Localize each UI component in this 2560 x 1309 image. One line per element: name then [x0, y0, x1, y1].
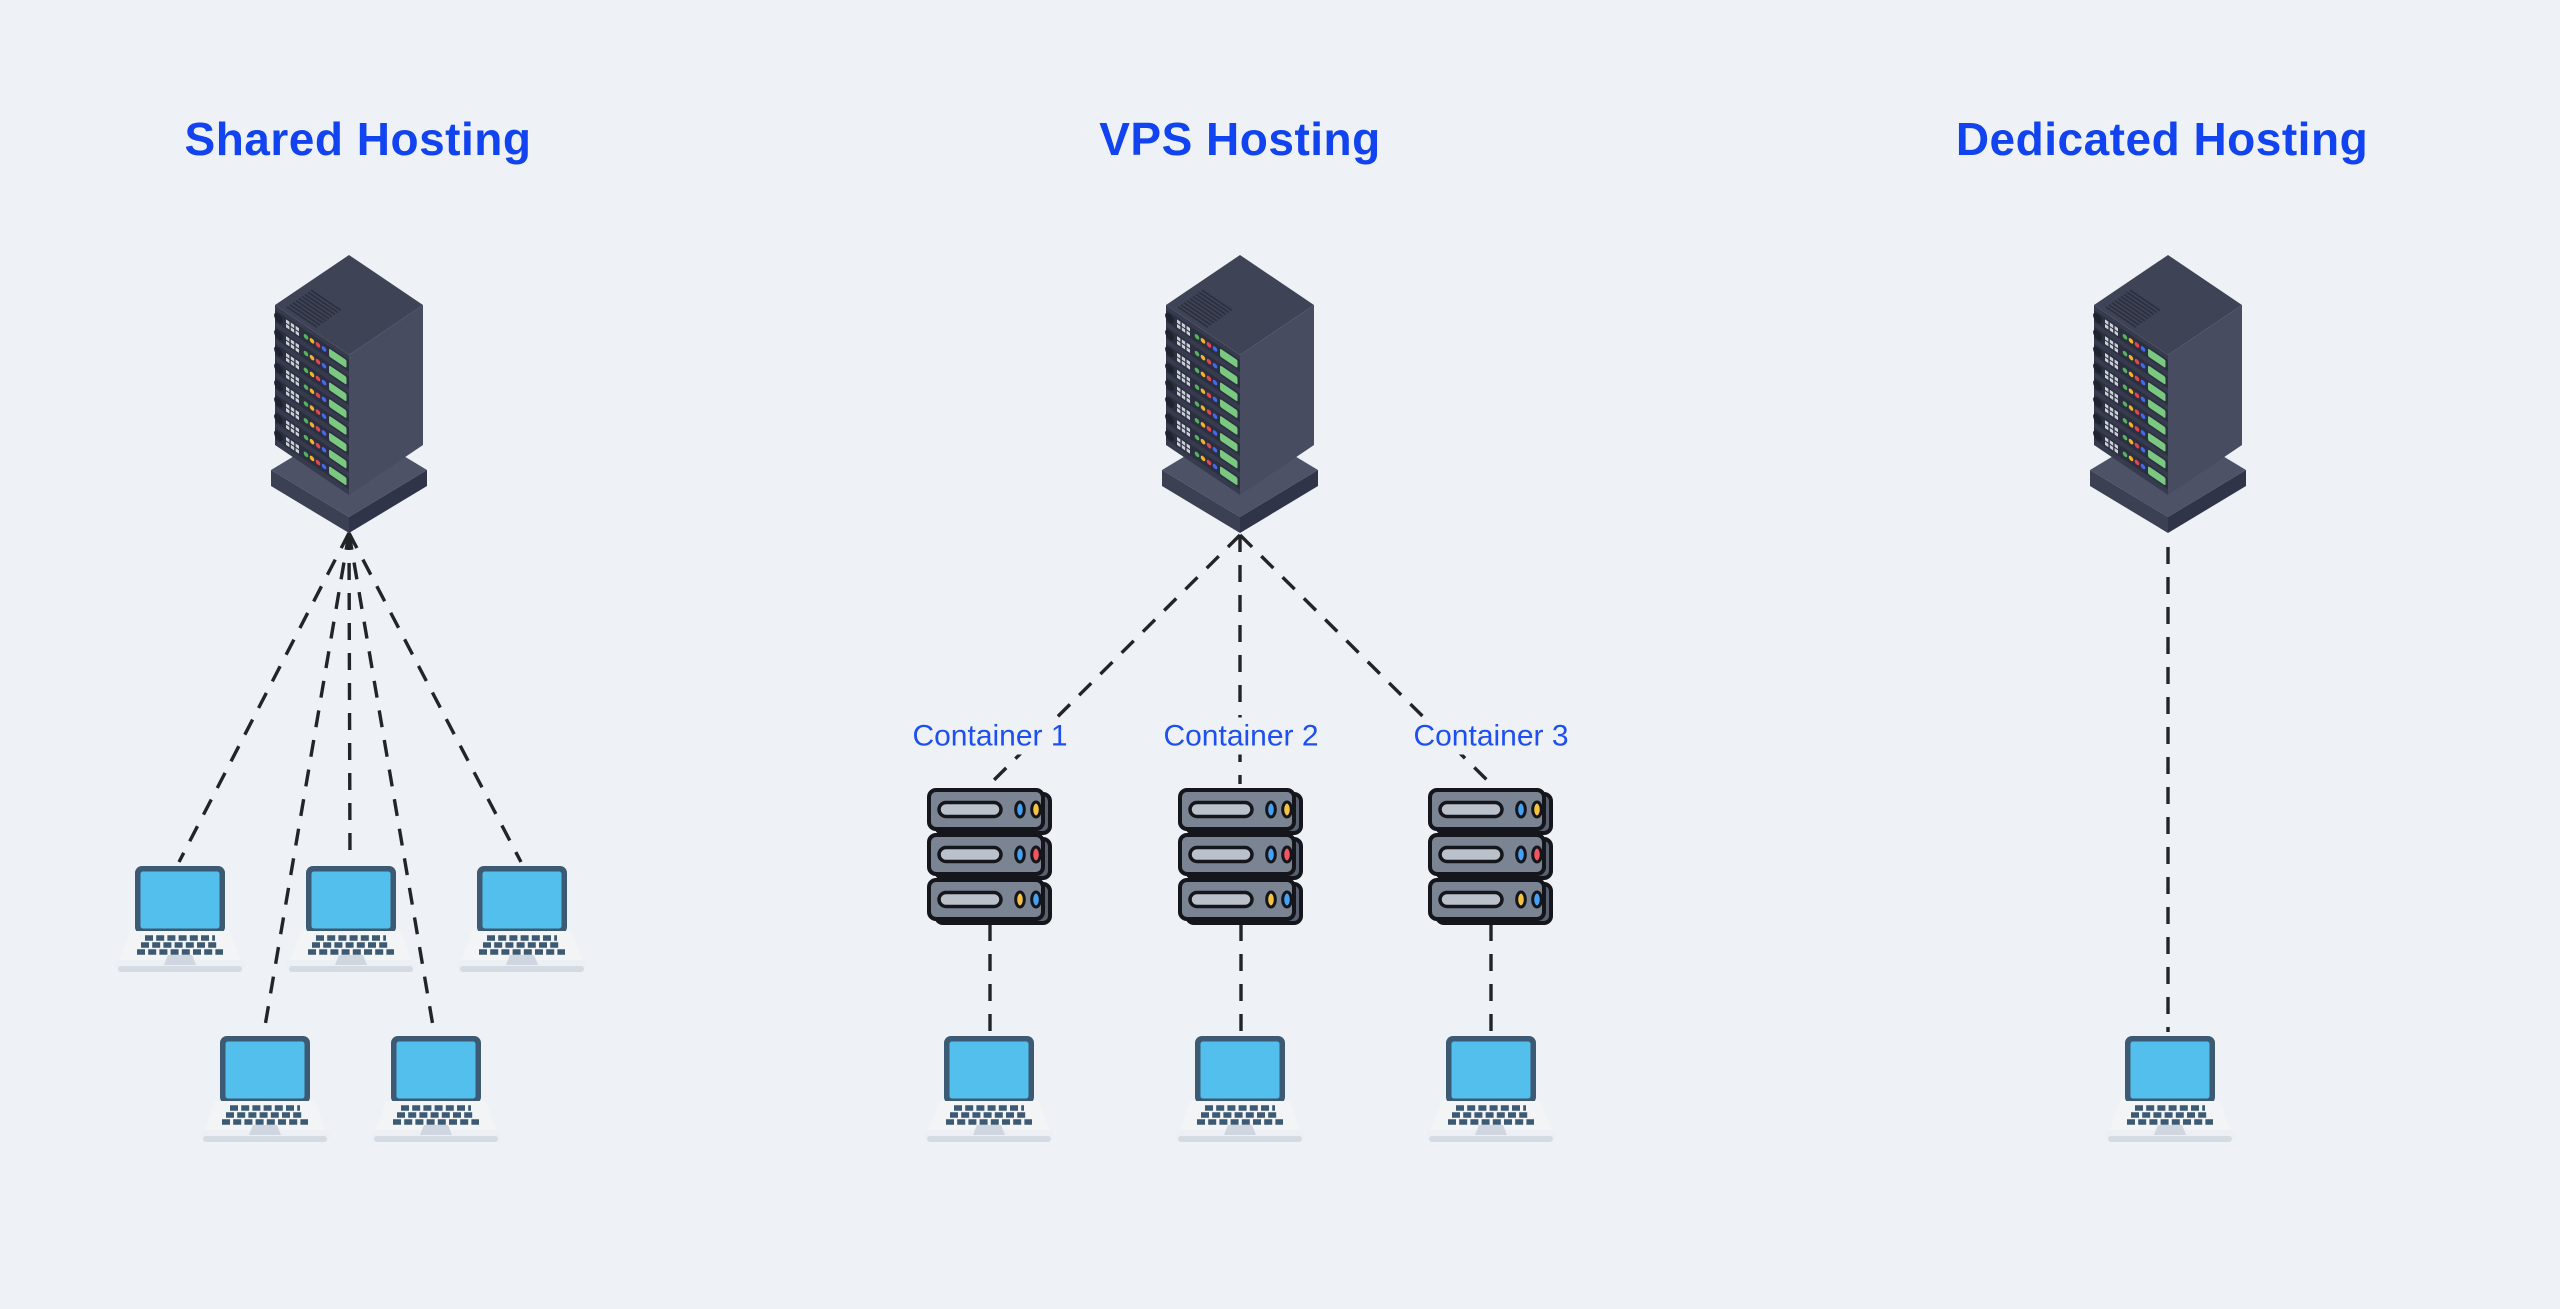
dashed-link — [347, 532, 523, 863]
dashed-link — [177, 532, 351, 863]
connection-lines-vps — [988, 533, 1493, 1032]
dashed-link — [347, 532, 436, 1033]
dashed-link — [347, 532, 352, 863]
dashed-link — [262, 532, 351, 1033]
laptop-icon — [115, 866, 245, 972]
vps-server-icon — [1162, 255, 1318, 533]
dedicated-hosting-title: Dedicated Hosting — [1955, 113, 2369, 165]
container-1-label: Container 1 — [900, 717, 1080, 755]
container-2-label: Container 2 — [1151, 717, 1331, 755]
dedicated-hosting-column — [2090, 255, 2246, 1142]
laptop-icon — [2105, 1036, 2235, 1142]
shared-server-icon — [271, 255, 427, 533]
connection-lines-shared — [177, 532, 523, 1033]
laptop-icon — [371, 1036, 501, 1142]
laptop-icon — [1426, 1036, 1556, 1142]
laptop-icon — [924, 1036, 1054, 1142]
vps-hosting-column — [924, 255, 1556, 1142]
rack-server-icon — [1180, 790, 1301, 923]
laptop-icon — [1175, 1036, 1305, 1142]
vps-hosting-title: VPS Hosting — [1099, 113, 1381, 165]
rack-server-icon — [929, 790, 1050, 923]
container-3-label: Container 3 — [1401, 717, 1581, 755]
laptop-icon — [286, 866, 416, 972]
rack-server-icon — [1430, 790, 1551, 923]
laptop-icon — [200, 1036, 330, 1142]
dedicated-server-icon — [2090, 255, 2246, 533]
laptop-icon — [457, 866, 587, 972]
shared-hosting-title: Shared Hosting — [184, 113, 532, 165]
shared-hosting-column — [115, 255, 587, 1142]
